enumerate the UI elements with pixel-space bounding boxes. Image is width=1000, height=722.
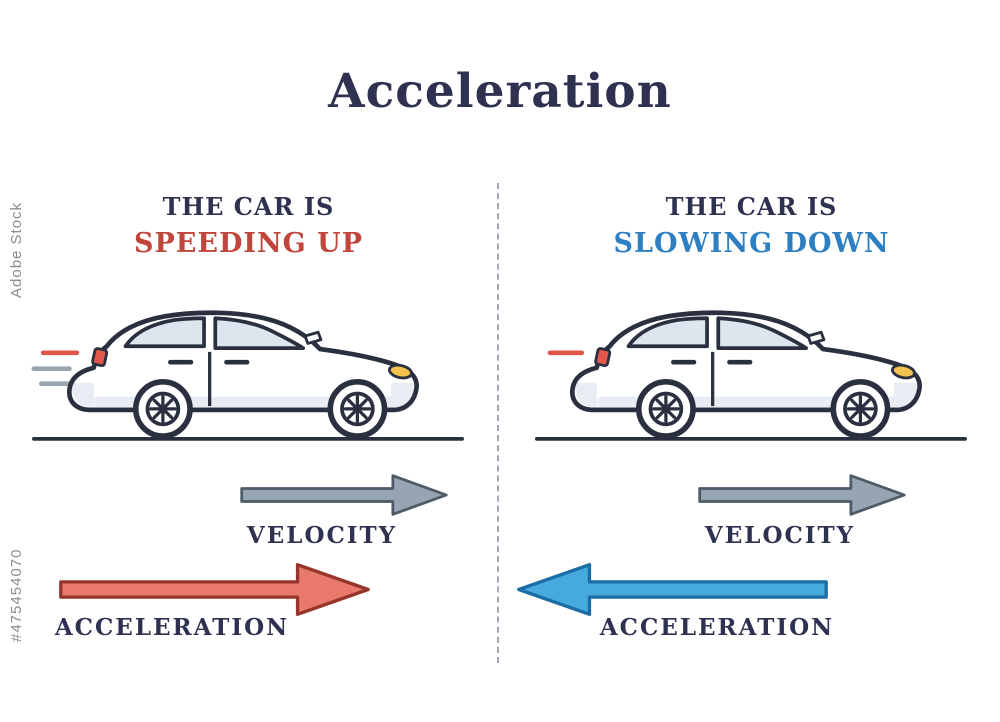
car-illustration-speeding-up	[28, 278, 468, 451]
acceleration-label: ACCELERATION	[54, 614, 290, 641]
page-title: Acceleration	[328, 64, 672, 119]
velocity-arrow-right	[240, 474, 448, 516]
panel-subheading-speeding-up: SPEEDING UP	[134, 228, 363, 259]
panel-speeding-up: THE CAR IS SPEEDING UP VELOCITY ACCELERA…	[0, 0, 497, 722]
car-illustration-slowing-down	[531, 278, 971, 451]
velocity-label: VELOCITY	[704, 522, 856, 549]
panel-heading: THE CAR IS	[665, 192, 838, 221]
acceleration-arrow-right	[59, 563, 370, 616]
velocity-arrow-right	[698, 474, 906, 516]
panel-subheading-slowing-down: SLOWING DOWN	[613, 228, 890, 259]
velocity-label: VELOCITY	[246, 522, 398, 549]
watermark-brand: Adobe Stock	[8, 201, 25, 298]
panel-slowing-down: THE CAR IS SLOWING DOWN VELOCITY ACCELER…	[503, 0, 1000, 722]
acceleration-arrow-left	[517, 563, 828, 616]
panel-heading: THE CAR IS	[162, 192, 335, 221]
motion-lines	[31, 350, 80, 387]
acceleration-label: ACCELERATION	[599, 614, 835, 641]
center-divider	[497, 183, 499, 663]
watermark-id: #475454070	[8, 548, 25, 642]
